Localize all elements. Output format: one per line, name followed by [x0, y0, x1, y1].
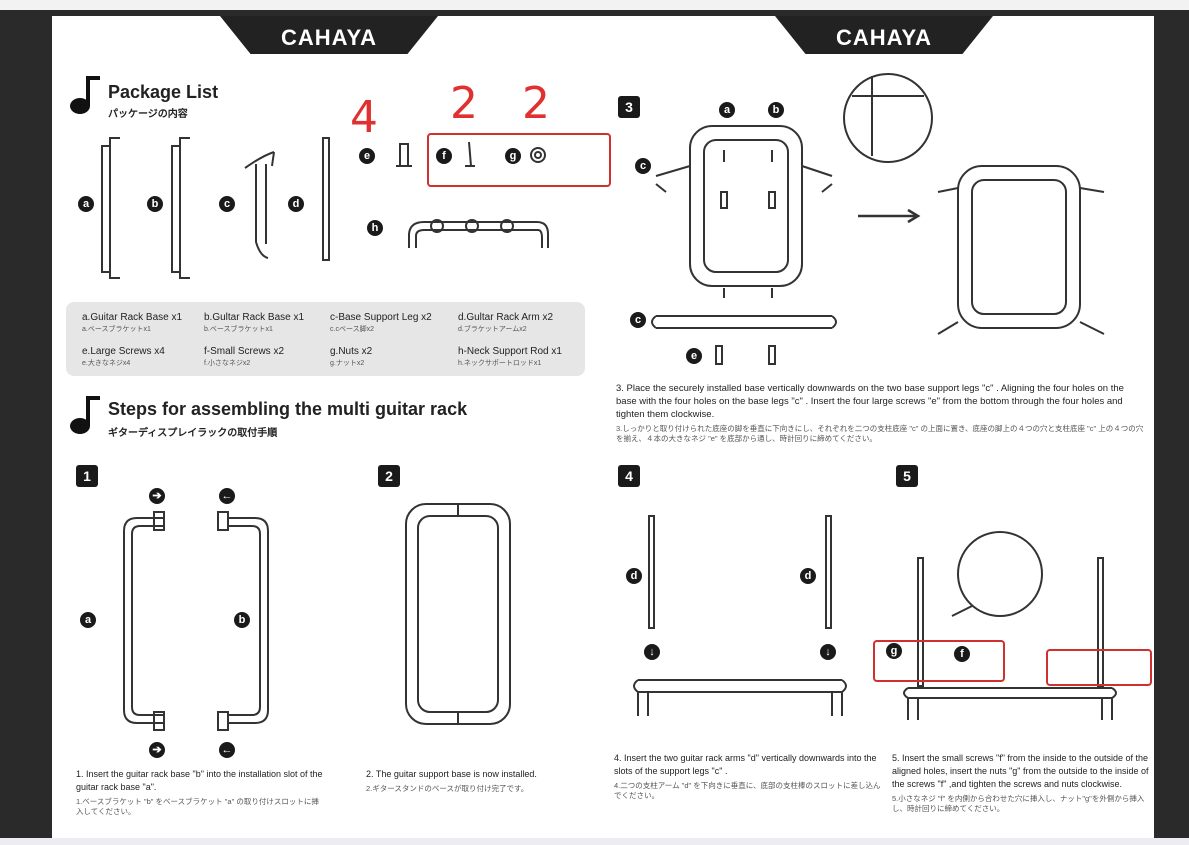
- brand-logo: CAHAYA: [835, 25, 933, 50]
- part-label-d: d: [800, 568, 816, 584]
- part-label-e: e: [359, 148, 375, 164]
- arrow-left-icon: ←: [219, 742, 235, 758]
- step-2-text: 2. The guitar support base is now instal…: [366, 769, 537, 793]
- part-label-d: d: [626, 568, 642, 584]
- brand-logo: CAHAYA: [280, 25, 378, 50]
- step3-illustration: [651, 73, 1105, 365]
- highlight-box-step5-left: [873, 640, 1005, 682]
- brand-tab-right: CAHAYA: [775, 16, 993, 54]
- part-label-c: c: [635, 158, 651, 174]
- arrow-left-icon: ←: [219, 488, 235, 504]
- step-number-5: 5: [896, 465, 918, 487]
- steps-subtitle: ギターディスプレイラックの取付手順: [108, 428, 278, 439]
- part-label-a: a: [719, 102, 735, 118]
- part-label-c: c: [219, 196, 235, 212]
- step-3-text: 3. Place the securely installed base ver…: [616, 383, 1144, 443]
- step-1-text: 1. Insert the guitar rack base "b" into …: [76, 769, 323, 816]
- step-number-2: 2: [378, 465, 400, 487]
- part-label-f: f: [954, 646, 970, 662]
- viewer-top-bar: [0, 0, 1189, 10]
- arrow-right-icon: ➔: [149, 488, 165, 504]
- arrow-down-icon: ↓: [820, 644, 836, 660]
- steps-title: Steps for assembling the multi guitar ra…: [108, 399, 468, 419]
- brand-tab-left: CAHAYA: [220, 16, 438, 54]
- manual-page: CAHAYA CAHAYA Package List パッケージの内容 a b …: [52, 16, 1154, 838]
- step-4-text: 4. Insert the two guitar rack arms "d" v…: [614, 753, 881, 800]
- step-5-text: 5. Insert the small screws "f" from the …: [892, 753, 1149, 813]
- part-label-f: f: [436, 148, 452, 164]
- step4-illustration: [633, 515, 847, 716]
- part-label-e: e: [686, 348, 702, 364]
- handwritten-count-f: 2: [450, 78, 478, 129]
- viewer-bottom-bar: [0, 838, 1189, 845]
- step-number-4: 4: [618, 465, 640, 487]
- part-label-d: d: [288, 196, 304, 212]
- music-note-icon: [70, 396, 100, 434]
- handwritten-count-e: 4: [350, 92, 378, 143]
- highlight-box-small-parts: [427, 133, 611, 187]
- package-title: Package List: [108, 82, 219, 102]
- part-label-a: a: [78, 196, 94, 212]
- part-label-b: b: [234, 612, 250, 628]
- music-note-icon: [70, 76, 100, 114]
- step-number-1: 1: [76, 465, 98, 487]
- step2-illustration: [405, 503, 511, 725]
- arrow-down-icon: ↓: [644, 644, 660, 660]
- part-label-h: h: [367, 220, 383, 236]
- part-label-g: g: [505, 148, 521, 164]
- part-label-b: b: [768, 102, 784, 118]
- package-subtitle: パッケージの内容: [108, 109, 188, 120]
- part-label-c: c: [630, 312, 646, 328]
- part-label-a: a: [80, 612, 96, 628]
- arrow-right-icon: ➔: [149, 742, 165, 758]
- handwritten-count-g: 2: [522, 78, 550, 129]
- part-label-g: g: [886, 643, 902, 659]
- step5-illustration: [903, 531, 1117, 720]
- highlight-box-step5-right: [1046, 649, 1152, 686]
- step1-illustration: [123, 511, 269, 731]
- parts-illustration: [101, 137, 549, 279]
- step-number-3: 3: [618, 96, 640, 118]
- part-label-b: b: [147, 196, 163, 212]
